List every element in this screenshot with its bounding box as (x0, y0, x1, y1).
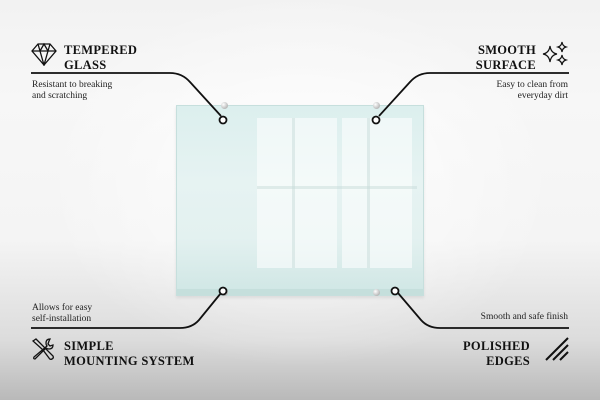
window-reflection (257, 118, 337, 268)
desc-line: Resistant to breaking (32, 80, 113, 90)
sparkles-icon (542, 41, 569, 66)
desc-line: Easy to clean from (496, 80, 569, 90)
title-line: SIMPLE (64, 339, 114, 353)
glass-edge (177, 289, 423, 295)
feature-title-tempered-glass: TEMPERED GLASS (64, 43, 137, 72)
title-line: GLASS (64, 57, 107, 72)
feature-desc-smooth-surface: Easy to clean from everyday dirt (497, 80, 569, 102)
window-frame (257, 186, 417, 189)
feature-title-polished-edges: POLISHED EDGES (463, 339, 530, 368)
feature-desc-polished-edges: Smooth and safe finish (481, 312, 568, 323)
feature-desc-tempered-glass: Resistant to breaking and scratching (32, 80, 112, 102)
diamond-icon (31, 42, 57, 66)
title-line: POLISHED (463, 339, 530, 353)
diagonal-stripes-icon (545, 337, 569, 361)
desc-line: Smooth and safe finish (480, 312, 568, 322)
title-line: SMOOTH (477, 43, 536, 57)
desc-line: everyday dirt (517, 91, 568, 101)
window-frame (292, 118, 295, 268)
desc-line: self-installation (32, 314, 92, 324)
glass-panel-image (176, 105, 424, 296)
window-frame (367, 118, 370, 268)
mount-bolt (221, 102, 228, 109)
feature-title-mounting: SIMPLE MOUNTING SYSTEM (64, 339, 195, 368)
feature-desc-mounting: Allows for easy self-installation (32, 303, 92, 325)
title-line: EDGES (486, 353, 530, 368)
title-line: SURFACE (475, 57, 536, 72)
mount-bolt (373, 289, 380, 296)
tools-icon (31, 338, 54, 360)
window-reflection (342, 118, 412, 268)
mount-bolt (373, 102, 380, 109)
desc-line: and scratching (32, 91, 88, 101)
title-line: TEMPERED (64, 43, 138, 57)
title-line: MOUNTING SYSTEM (64, 353, 195, 368)
feature-title-smooth-surface: SMOOTH SURFACE (476, 43, 536, 72)
desc-line: Allows for easy (32, 303, 93, 313)
